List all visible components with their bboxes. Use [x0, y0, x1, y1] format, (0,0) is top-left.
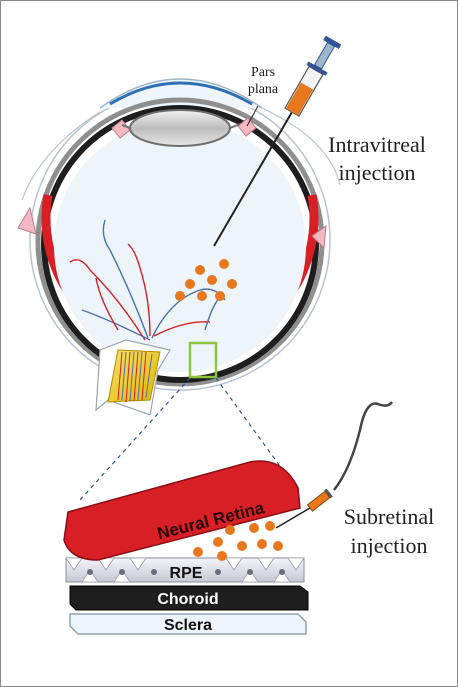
vitreous-cavity	[54, 120, 306, 372]
subretinal-tubing	[333, 401, 394, 491]
pars-plana-pointer	[246, 105, 259, 127]
subretinal-label-1: Subretinal	[344, 504, 434, 529]
subretinal-syringe	[275, 401, 394, 529]
rpe-label: RPE	[170, 565, 203, 582]
sclera-label: Sclera	[164, 617, 212, 634]
intravitreal-label-2: injection	[339, 160, 416, 185]
intravitreal-syringe	[213, 35, 342, 247]
conjunctiva-left	[17, 206, 37, 235]
intravitreal-particles	[175, 259, 237, 301]
subretinal-label-2: injection	[351, 533, 428, 558]
conjunctiva-right	[311, 224, 327, 250]
zoom-region-marker	[188, 341, 218, 379]
choroid-layer: Choroid	[69, 585, 309, 611]
retinal-vessels	[69, 219, 226, 341]
ciliary-body-right	[237, 117, 257, 137]
rpe-layer: RPE	[65, 557, 305, 583]
cornea-blue-edge	[109, 81, 253, 106]
upper-lid-line-right	[261, 107, 341, 186]
subretinal-particles	[193, 521, 283, 561]
cornea	[99, 78, 263, 109]
pars-plana-label-1: Pars	[251, 65, 275, 80]
optic-nerve	[95, 339, 171, 416]
lens	[129, 109, 231, 147]
zoom-lines	[79, 377, 291, 501]
needle	[213, 111, 293, 247]
subretinal-needle	[275, 507, 311, 529]
pars-plana-label-2: plana	[248, 82, 279, 97]
intravitreal-label-1: Intravitreal	[328, 132, 426, 157]
upper-lid-line	[21, 111, 101, 201]
eye-globe	[17, 78, 341, 391]
sclera-layer: Sclera	[69, 613, 307, 635]
choroid-label: Choroid	[157, 591, 218, 608]
